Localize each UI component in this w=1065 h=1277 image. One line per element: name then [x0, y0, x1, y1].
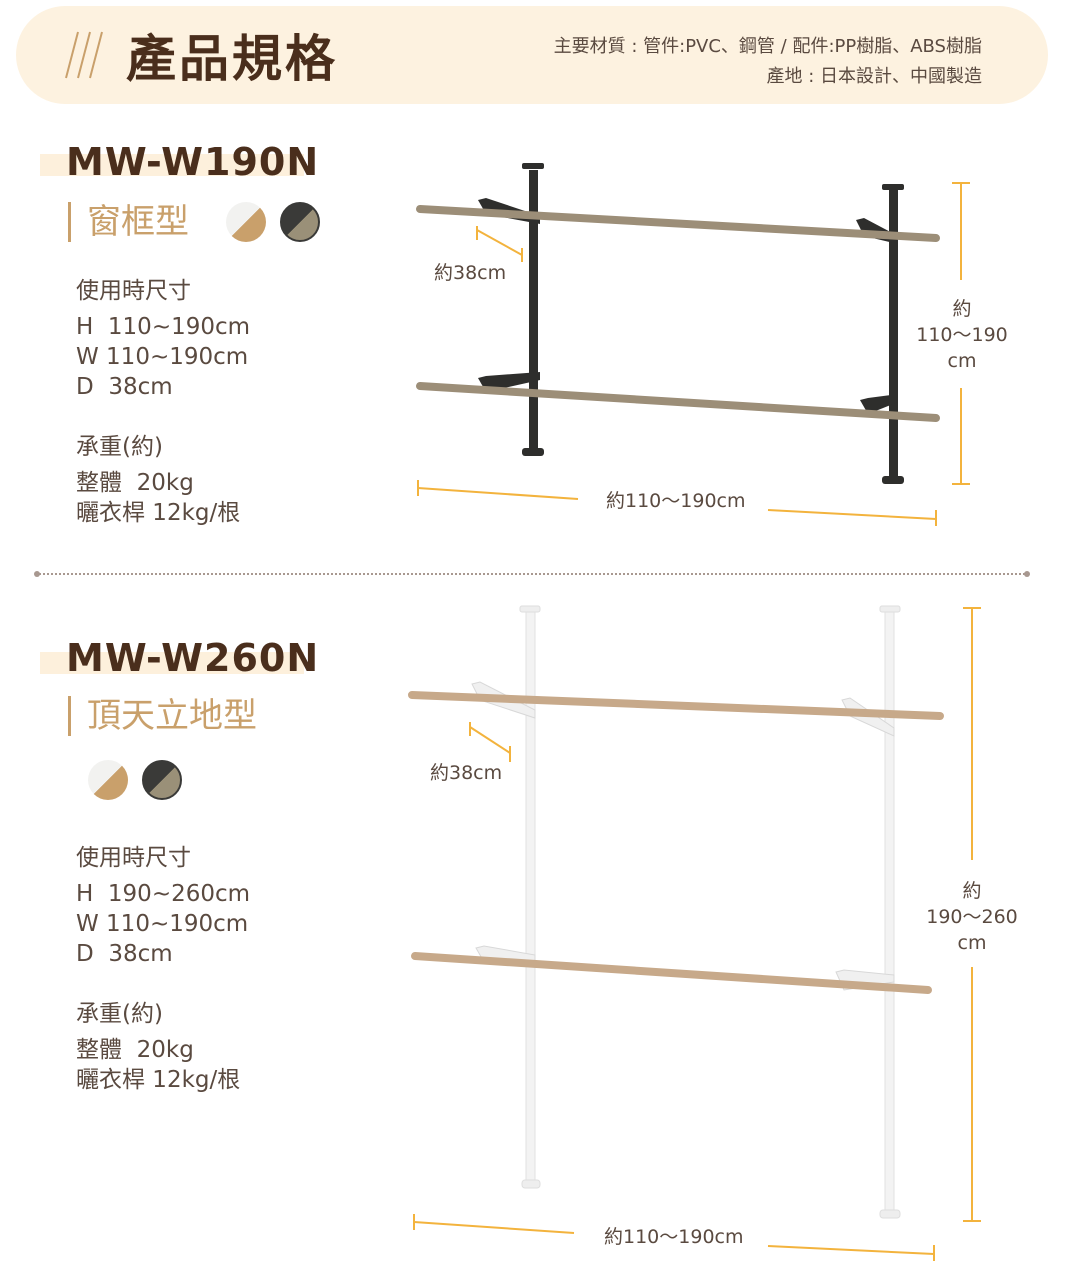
width-label: 約110〜190cm	[604, 1224, 744, 1250]
load-total: 整體 20kg	[76, 1037, 194, 1063]
depth-label: 約38cm	[430, 762, 503, 784]
page-title: 產品規格	[126, 30, 338, 88]
load-total: 整體 20kg	[76, 470, 194, 496]
size-d: D 38cm	[76, 374, 173, 400]
height-label-prefix: 約	[952, 298, 972, 320]
color-swatch-white-tan[interactable]	[226, 202, 266, 242]
height-label-unit: cm	[957, 932, 987, 954]
size-heading: 使用時尺寸	[76, 278, 191, 304]
color-swatch-black-khaki[interactable]	[142, 760, 182, 800]
load-per-rod: 曬衣桿 12kg/根	[76, 500, 241, 526]
load-per-rod: 曬衣桿 12kg/根	[76, 1067, 241, 1093]
height-label-prefix: 約	[962, 880, 982, 902]
size-w: W 110~190cm	[76, 344, 249, 370]
load-heading: 承重(約)	[76, 434, 163, 460]
height-label-unit: cm	[947, 350, 977, 372]
slash-decoration-icon	[65, 31, 103, 79]
model-number: MW-W260N	[66, 636, 320, 680]
load-spec: 承重(約) 整體 20kg 曬衣桿 12kg/根	[76, 432, 240, 528]
height-label-range: 190〜260	[926, 906, 1018, 928]
model-number: MW-W190N	[66, 140, 320, 184]
origin-line: 產地 : 日本設計、中國製造	[766, 66, 982, 87]
model-highlight	[40, 652, 304, 674]
model-highlight	[40, 154, 304, 176]
material-origin-info: 主要材質 : 管件:PVC、鋼管 / 配件:PP樹脂、ABS樹脂 產地 : 日本…	[554, 32, 982, 92]
size-spec: 使用時尺寸 H 110~190cm W 110~190cm D 38cm	[76, 276, 250, 402]
size-w: W 110~190cm	[76, 911, 249, 937]
width-label: 約110〜190cm	[606, 488, 746, 514]
size-heading: 使用時尺寸	[76, 845, 191, 871]
height-label: 約 190〜260 cm	[920, 878, 1024, 956]
height-label: 約 110〜190 cm	[910, 296, 1014, 374]
product-type: 窗框型	[68, 202, 189, 242]
load-spec: 承重(約) 整體 20kg 曬衣桿 12kg/根	[76, 999, 240, 1095]
material-line: 主要材質 : 管件:PVC、鋼管 / 配件:PP樹脂、ABS樹脂	[553, 36, 982, 57]
size-d: D 38cm	[76, 941, 173, 967]
color-swatch-white-tan[interactable]	[88, 760, 128, 800]
size-spec: 使用時尺寸 H 190~260cm W 110~190cm D 38cm	[76, 843, 250, 969]
load-heading: 承重(約)	[76, 1001, 163, 1027]
size-h: H 190~260cm	[76, 881, 251, 907]
product-image-window-frame-rack	[416, 163, 970, 526]
product-type: 頂天立地型	[68, 696, 257, 736]
size-h: H 110~190cm	[76, 314, 251, 340]
height-label-range: 110〜190	[916, 324, 1008, 346]
header-banner: 產品規格 主要材質 : 管件:PVC、鋼管 / 配件:PP樹脂、ABS樹脂 產地…	[16, 6, 1048, 104]
section-divider	[34, 571, 1030, 577]
depth-label: 約38cm	[434, 262, 507, 284]
color-swatch-black-khaki[interactable]	[280, 202, 320, 242]
